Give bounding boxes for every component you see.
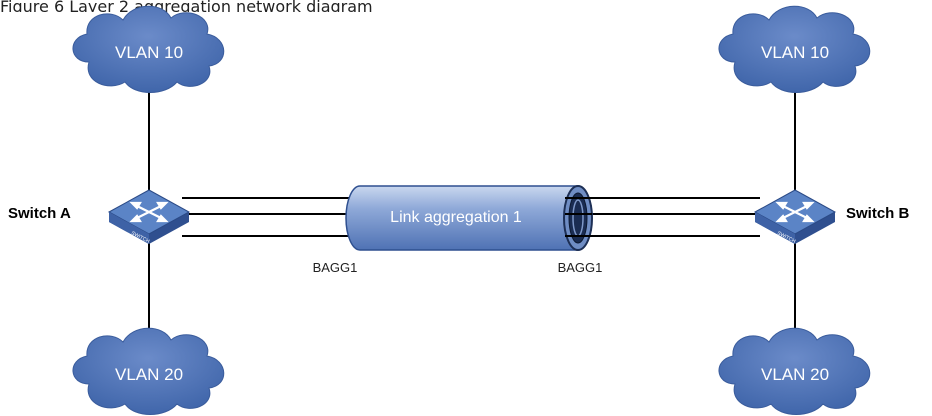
cloud-label: VLAN 20 — [761, 365, 829, 384]
port-label-right: BAGG1 — [558, 260, 603, 275]
link-aggregation-tube: Link aggregation 1 — [345, 185, 593, 251]
cloud-label: VLAN 20 — [115, 365, 183, 384]
aggregation-label: Link aggregation 1 — [390, 209, 522, 226]
cloud-vlan10-right: VLAN 10 — [718, 5, 871, 93]
switch-a-label: Switch A — [8, 205, 71, 222]
figure-caption: Figure 6 Layer 2 aggregation network dia… — [0, 0, 373, 12]
switch-a-icon: SWITCH — [107, 189, 191, 245]
cloud-vlan20-left: VLAN 20 — [72, 327, 225, 415]
switch-b-label: Switch B — [846, 205, 910, 222]
cloud-vlan10-left: VLAN 10 — [72, 5, 225, 93]
cloud-vlan20-right: VLAN 20 — [718, 327, 871, 415]
cloud-label: VLAN 10 — [115, 43, 183, 62]
port-label-left: BAGG1 — [313, 260, 358, 275]
cloud-label: VLAN 10 — [761, 43, 829, 62]
switch-b-icon: SWITCH — [753, 189, 837, 245]
